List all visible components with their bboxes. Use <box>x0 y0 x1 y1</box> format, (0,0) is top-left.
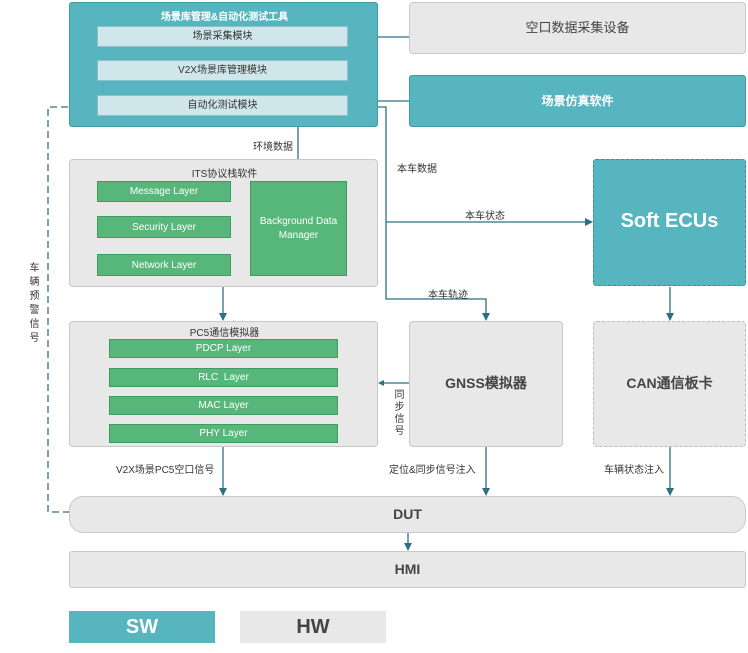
network-layer: Network Layer <box>97 254 231 276</box>
auto-test-module: 自动化测试模块 <box>97 95 348 116</box>
legend-hw: HW <box>240 611 386 643</box>
pc5-sim-title: PC5通信模拟器 <box>189 328 260 339</box>
scene-tool-title: 场景库管理&自动化测试工具 <box>160 12 289 23</box>
bdm-label: Background Data Manager <box>259 215 338 241</box>
label-vehicle-warning: 车辆预警信号 <box>27 262 38 346</box>
dut-block: DUT <box>69 496 746 533</box>
label-ego-track: 本车轨迹 <box>428 290 468 301</box>
legend-sw: SW <box>69 611 215 643</box>
scene-sim-software: 场景仿真软件 <box>409 75 746 127</box>
security-layer: Security Layer <box>97 216 231 238</box>
rlc-layer: RLC Layer <box>109 368 338 387</box>
message-layer: Message Layer <box>97 181 231 202</box>
pdcp-layer: PDCP Layer <box>109 339 338 358</box>
label-ego-state: 本车状态 <box>465 211 505 222</box>
gnss-simulator: GNSS模拟器 <box>409 321 563 447</box>
its-stack-title: ITS协议栈软件 <box>191 169 258 180</box>
mac-layer: MAC Layer <box>109 396 338 415</box>
air-data-device: 空口数据采集设备 <box>409 2 746 54</box>
phy-layer: PHY Layer <box>109 424 338 443</box>
can-card: CAN通信板卡 <box>593 321 746 447</box>
label-vehicle-state-inject: 车辆状态注入 <box>604 465 664 476</box>
label-pc5-air-signal: V2X场景PC5空口信号 <box>116 465 215 476</box>
hmi-block: HMI <box>69 551 746 588</box>
soft-ecus: Soft ECUs <box>593 159 746 286</box>
label-ego-data: 本车数据 <box>397 164 437 175</box>
label-pos-sync-inject: 定位&同步信号注入 <box>389 465 476 476</box>
scene-lib-module: V2X场景库管理模块 <box>97 60 348 81</box>
background-data-manager: Background Data Manager <box>250 181 347 276</box>
label-sync-signal: 同步信号 <box>392 389 403 437</box>
scene-collect-module: 场景采集模块 <box>97 26 348 47</box>
label-env-data: 环境数据 <box>253 142 293 153</box>
